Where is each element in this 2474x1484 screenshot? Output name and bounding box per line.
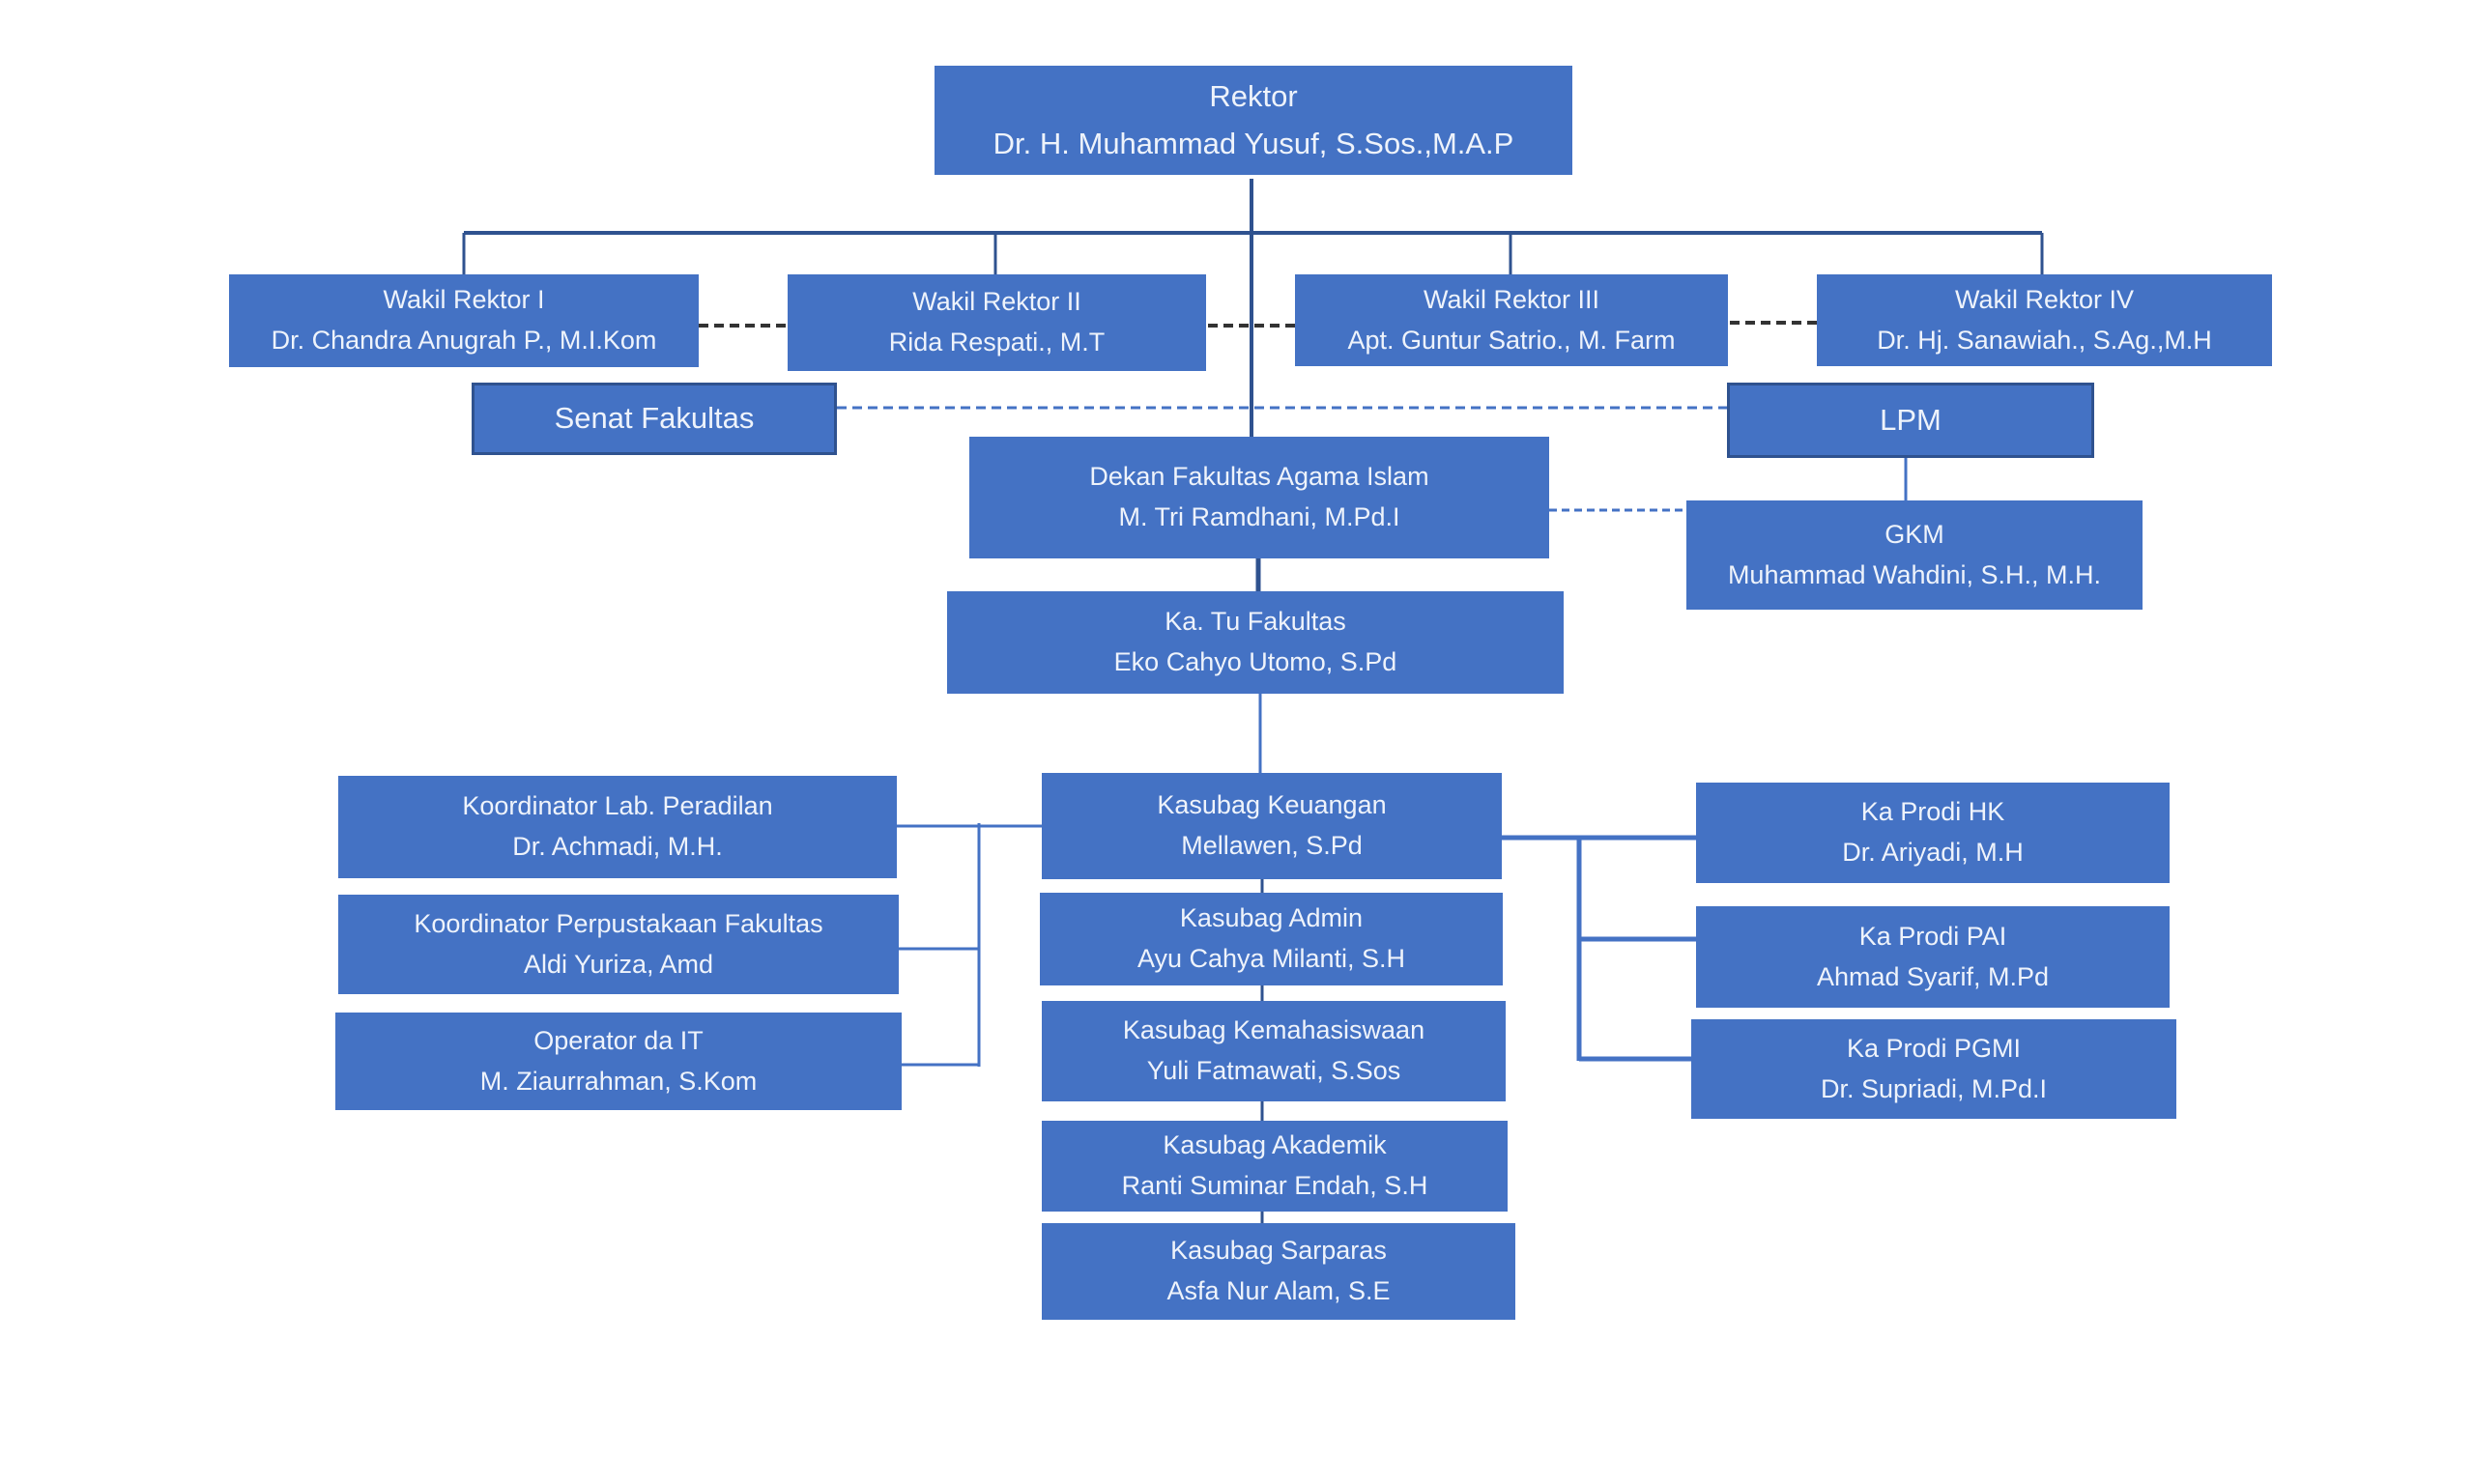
node-title: Kasubag Akademik [1163, 1130, 1387, 1160]
node-ka-prodi-hk: Ka Prodi HK Dr. Ariyadi, M.H [1696, 783, 2170, 883]
node-title: Kasubag Admin [1179, 903, 1364, 933]
node-name: Yuli Fatmawati, S.Sos [1146, 1056, 1401, 1085]
node-name: Eko Cahyo Utomo, S.Pd [1113, 647, 1397, 676]
node-wakil-rektor-3: Wakil Rektor III Apt. Guntur Satrio., M.… [1295, 274, 1728, 366]
node-senat-fakultas: Senat Fakultas [472, 383, 837, 455]
node-name: Apt. Guntur Satrio., M. Farm [1347, 325, 1676, 355]
node-title: Koordinator Perpustakaan Fakultas [414, 908, 823, 938]
node-gkm: GKM Muhammad Wahdini, S.H., M.H. [1686, 500, 2143, 610]
node-title: Ka Prodi PAI [1858, 921, 2007, 951]
node-title: Dekan Fakultas Agama Islam [1089, 462, 1429, 492]
node-kasubag-keuangan: Kasubag Keuangan Mellawen, S.Pd [1042, 773, 1502, 879]
node-title: Ka. Tu Fakultas [1165, 607, 1346, 637]
node-title: Kasubag Kemahasiswaan [1122, 1015, 1425, 1045]
node-koordinator-lab: Koordinator Lab. Peradilan Dr. Achmadi, … [338, 776, 897, 878]
node-wakil-rektor-2: Wakil Rektor II Rida Respati., M.T [788, 274, 1206, 371]
node-operator-it: Operator da IT M. Ziaurrahman, S.Kom [335, 1013, 902, 1110]
node-title: Wakil Rektor II [912, 287, 1081, 317]
node-name: Muhammad Wahdini, S.H., M.H. [1727, 559, 2102, 589]
node-title: Operator da IT [533, 1025, 704, 1055]
node-name: Dr. Hj. Sanawiah., S.Ag.,M.H [1877, 325, 2212, 355]
node-koordinator-perpustakaan: Koordinator Perpustakaan Fakultas Aldi Y… [338, 895, 899, 994]
node-title: Wakil Rektor IV [1954, 284, 2135, 314]
node-title: Ka Prodi PGMI [1846, 1033, 2022, 1063]
node-name: Ayu Cahya Milanti, S.H [1136, 944, 1406, 973]
node-name: Aldi Yuriza, Amd [523, 949, 714, 979]
node-rektor: Rektor Dr. H. Muhammad Yusuf, S.Sos.,M.A… [935, 66, 1572, 175]
node-ka-prodi-pgmi: Ka Prodi PGMI Dr. Supriadi, M.Pd.I [1691, 1019, 2176, 1119]
node-title: Koordinator Lab. Peradilan [462, 791, 773, 821]
node-title: Senat Fakultas [554, 401, 755, 436]
node-name: Mellawen, S.Pd [1181, 831, 1363, 860]
node-dekan: Dekan Fakultas Agama Islam M. Tri Ramdha… [969, 437, 1549, 558]
node-kasubag-sarparas: Kasubag Sarparas Asfa Nur Alam, S.E [1042, 1223, 1515, 1320]
node-name: Rida Respati., M.T [888, 328, 1106, 357]
node-name: Dr. Ariyadi, M.H [1842, 838, 2024, 867]
node-ka-tu-fakultas: Ka. Tu Fakultas Eko Cahyo Utomo, S.Pd [947, 591, 1564, 694]
node-name: Ranti Suminar Endah, S.H [1121, 1171, 1428, 1200]
node-kasubag-admin: Kasubag Admin Ayu Cahya Milanti, S.H [1040, 893, 1503, 985]
node-name: Dr. Supriadi, M.Pd.I [1820, 1073, 2048, 1103]
node-kasubag-kemahasiswaan: Kasubag Kemahasiswaan Yuli Fatmawati, S.… [1042, 1001, 1506, 1101]
node-title: LPM [1880, 402, 1942, 437]
node-lpm: LPM [1727, 383, 2094, 458]
node-wakil-rektor-4: Wakil Rektor IV Dr. Hj. Sanawiah., S.Ag.… [1817, 274, 2272, 366]
node-name: Dr. Achmadi, M.H. [512, 832, 723, 861]
node-title: Kasubag Keuangan [1157, 790, 1387, 820]
node-title: Wakil Rektor III [1423, 284, 1600, 314]
node-name: M. Ziaurrahman, S.Kom [479, 1066, 758, 1096]
node-title: GKM [1884, 519, 1944, 549]
node-wakil-rektor-1: Wakil Rektor I Dr. Chandra Anugrah P., M… [229, 274, 699, 367]
node-name: Dr. Chandra Anugrah P., M.I.Kom [271, 326, 657, 355]
node-title: Kasubag Sarparas [1170, 1236, 1387, 1266]
node-name: M. Tri Ramdhani, M.Pd.I [1118, 502, 1400, 531]
node-title: Wakil Rektor I [383, 285, 545, 315]
node-name: Ahmad Syarif, M.Pd [1816, 961, 2050, 991]
node-title: Rektor [1209, 79, 1298, 114]
node-name: Dr. H. Muhammad Yusuf, S.Sos.,M.A.P [992, 126, 1514, 160]
node-name: Asfa Nur Alam, S.E [1166, 1276, 1391, 1305]
node-ka-prodi-pai: Ka Prodi PAI Ahmad Syarif, M.Pd [1696, 906, 2170, 1008]
node-kasubag-akademik: Kasubag Akademik Ranti Suminar Endah, S.… [1042, 1121, 1508, 1212]
node-title: Ka Prodi HK [1860, 797, 2005, 827]
